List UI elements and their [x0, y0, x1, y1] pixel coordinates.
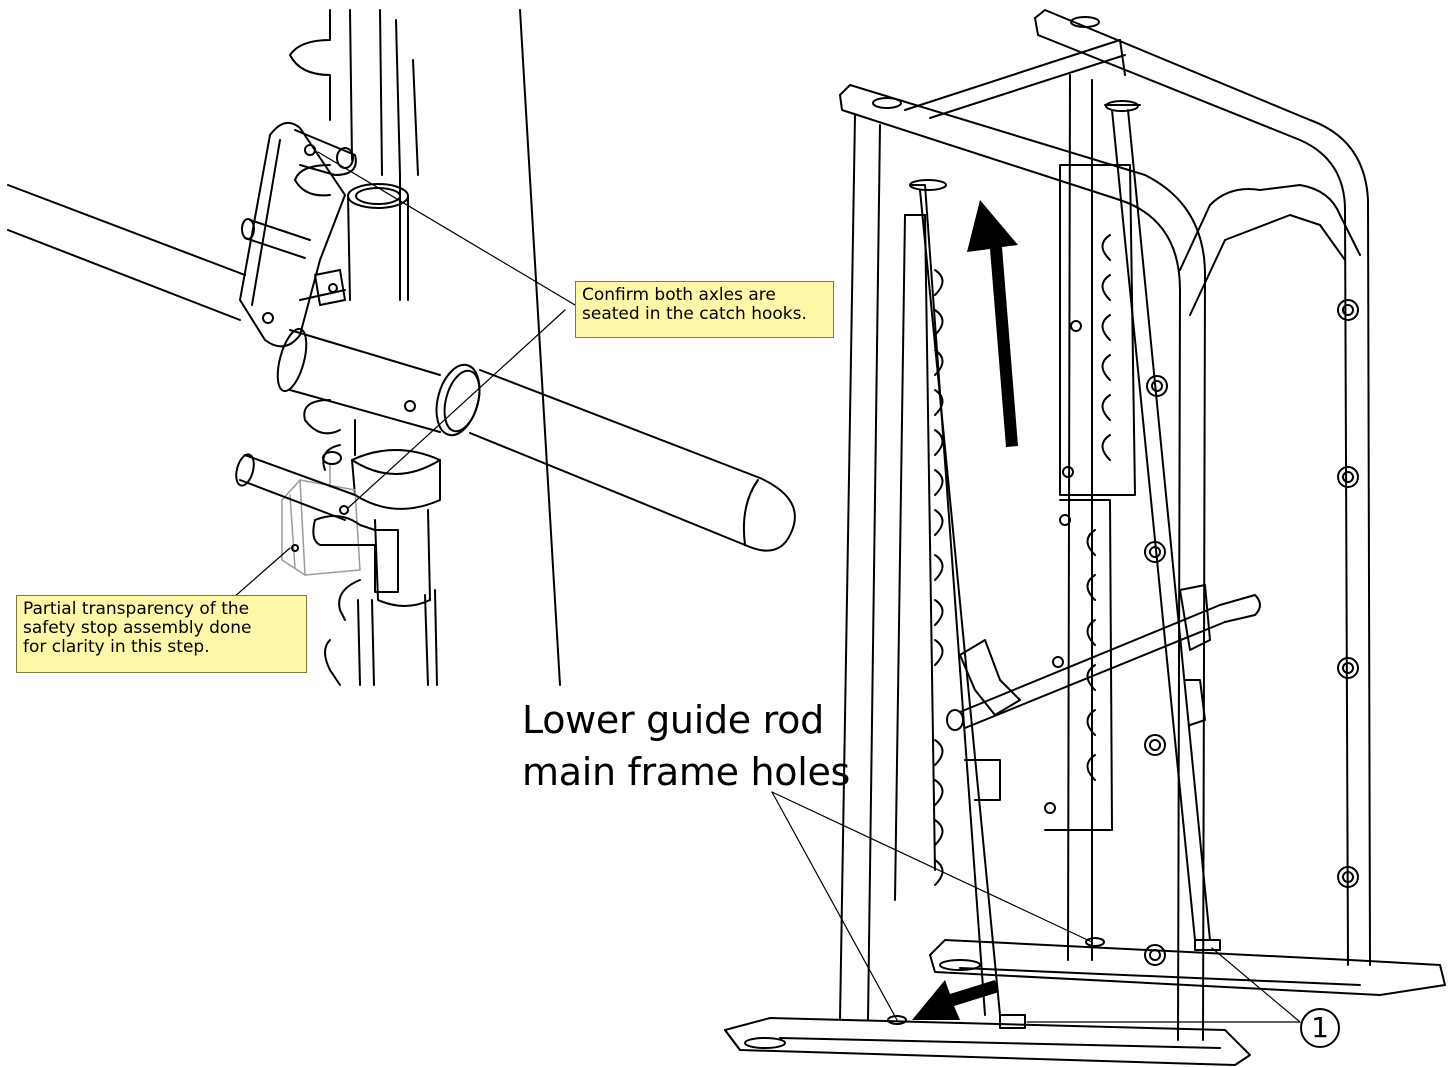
detail-view-left	[7, 9, 796, 686]
smith-machine-frame	[724, 9, 1446, 1066]
lower-guide-rod-label: Lower guide rod main frame holes	[522, 698, 851, 794]
callout-partial-transparency: Partial transparency of the safety stop …	[16, 595, 307, 673]
callout-confirm-axles: Confirm both axles are seated in the cat…	[575, 281, 834, 338]
direction-up-arrow	[967, 200, 1018, 447]
direction-left-arrow	[912, 980, 999, 1020]
part-number-marker: 1	[1300, 1008, 1340, 1048]
